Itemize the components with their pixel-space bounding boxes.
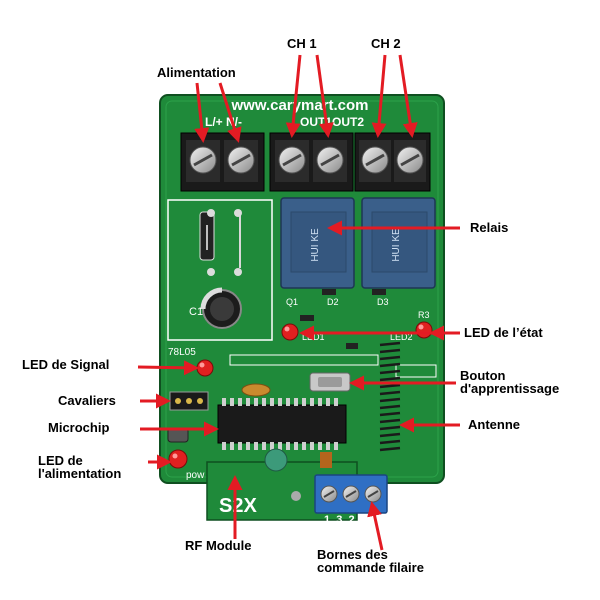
pcb-board: www.carymart.com L/+ N/- OUT1OUT2 <box>159 94 445 484</box>
power-terminal-block <box>180 132 265 192</box>
label-bornes-2: commande filaire <box>317 560 424 575</box>
label-led-alim-2: l'alimentation <box>38 466 122 481</box>
board-terminal-text-right: OUT1OUT2 <box>300 115 364 129</box>
relay-2: HUI KE <box>361 197 436 289</box>
arrow-bornes <box>367 501 384 551</box>
arrow-ch1-left <box>285 54 302 138</box>
arrow-ch1-right <box>315 54 334 138</box>
rf-module-name: S2X <box>219 495 257 517</box>
status-led-1 <box>281 323 299 341</box>
ch1-terminal-block <box>269 132 354 192</box>
arrow-ch2-right <box>398 54 418 138</box>
label-d2: D2 <box>327 297 339 307</box>
jumpers <box>169 391 209 411</box>
arrow-alim-right <box>218 82 242 143</box>
terminal-numbers: 1 3 2 <box>324 514 355 526</box>
power-section: C1 <box>167 199 273 341</box>
arrow-ch2-left <box>371 54 387 138</box>
label-led-etat: LED de l’état <box>464 325 543 340</box>
signal-led <box>196 359 214 377</box>
label-78l05: 78L05 <box>168 347 196 358</box>
power-led <box>168 449 188 469</box>
relay-1: HUI KE <box>280 197 355 289</box>
relay-1-brand: HUI KE <box>310 228 321 262</box>
label-microchip: Microchip <box>48 420 110 435</box>
label-q1: Q1 <box>286 297 298 307</box>
capacitor <box>200 287 242 329</box>
learning-button <box>309 372 351 392</box>
label-bornes-1: Bornes des <box>317 547 388 562</box>
microchip-pins-top <box>222 398 338 406</box>
antenna-coil <box>379 341 401 452</box>
label-led2: LED2 <box>390 332 413 342</box>
label-d3: D3 <box>377 297 389 307</box>
label-led-signal: LED de Signal <box>22 357 110 372</box>
label-bouton-2: d'apprentissage <box>460 381 560 396</box>
label-bouton-1: Bouton <box>460 368 506 383</box>
arrow-alim-left <box>194 82 210 143</box>
label-cavaliers: Cavaliers <box>58 393 116 408</box>
label-ch2: CH 2 <box>371 36 401 51</box>
microchip <box>217 398 347 450</box>
arrow-led-signal <box>137 360 199 376</box>
label-led-alim-1: LED de <box>38 453 83 468</box>
board-terminal-text-left: L/+ N/- <box>205 115 242 129</box>
board-url: www.carymart.com <box>231 97 369 114</box>
label-relais: Relais <box>470 220 509 235</box>
ch2-terminal-block <box>354 132 431 192</box>
label-antenne: Antenne <box>468 417 520 432</box>
label-c1: C1 <box>189 306 203 318</box>
label-alimentation: Alimentation <box>157 65 236 80</box>
microchip-pins-bottom <box>222 442 338 450</box>
relay-2-brand: HUI KE <box>391 228 402 262</box>
label-pow: pow <box>186 470 205 481</box>
label-rf-module: RF Module <box>185 538 252 553</box>
annotation-arrows <box>137 54 460 551</box>
label-r3: R3 <box>418 310 430 320</box>
status-led-2 <box>415 321 433 339</box>
label-ch1: CH 1 <box>287 36 317 51</box>
relay-driver-area: Q1 D2 D3 R3 <box>286 289 430 349</box>
